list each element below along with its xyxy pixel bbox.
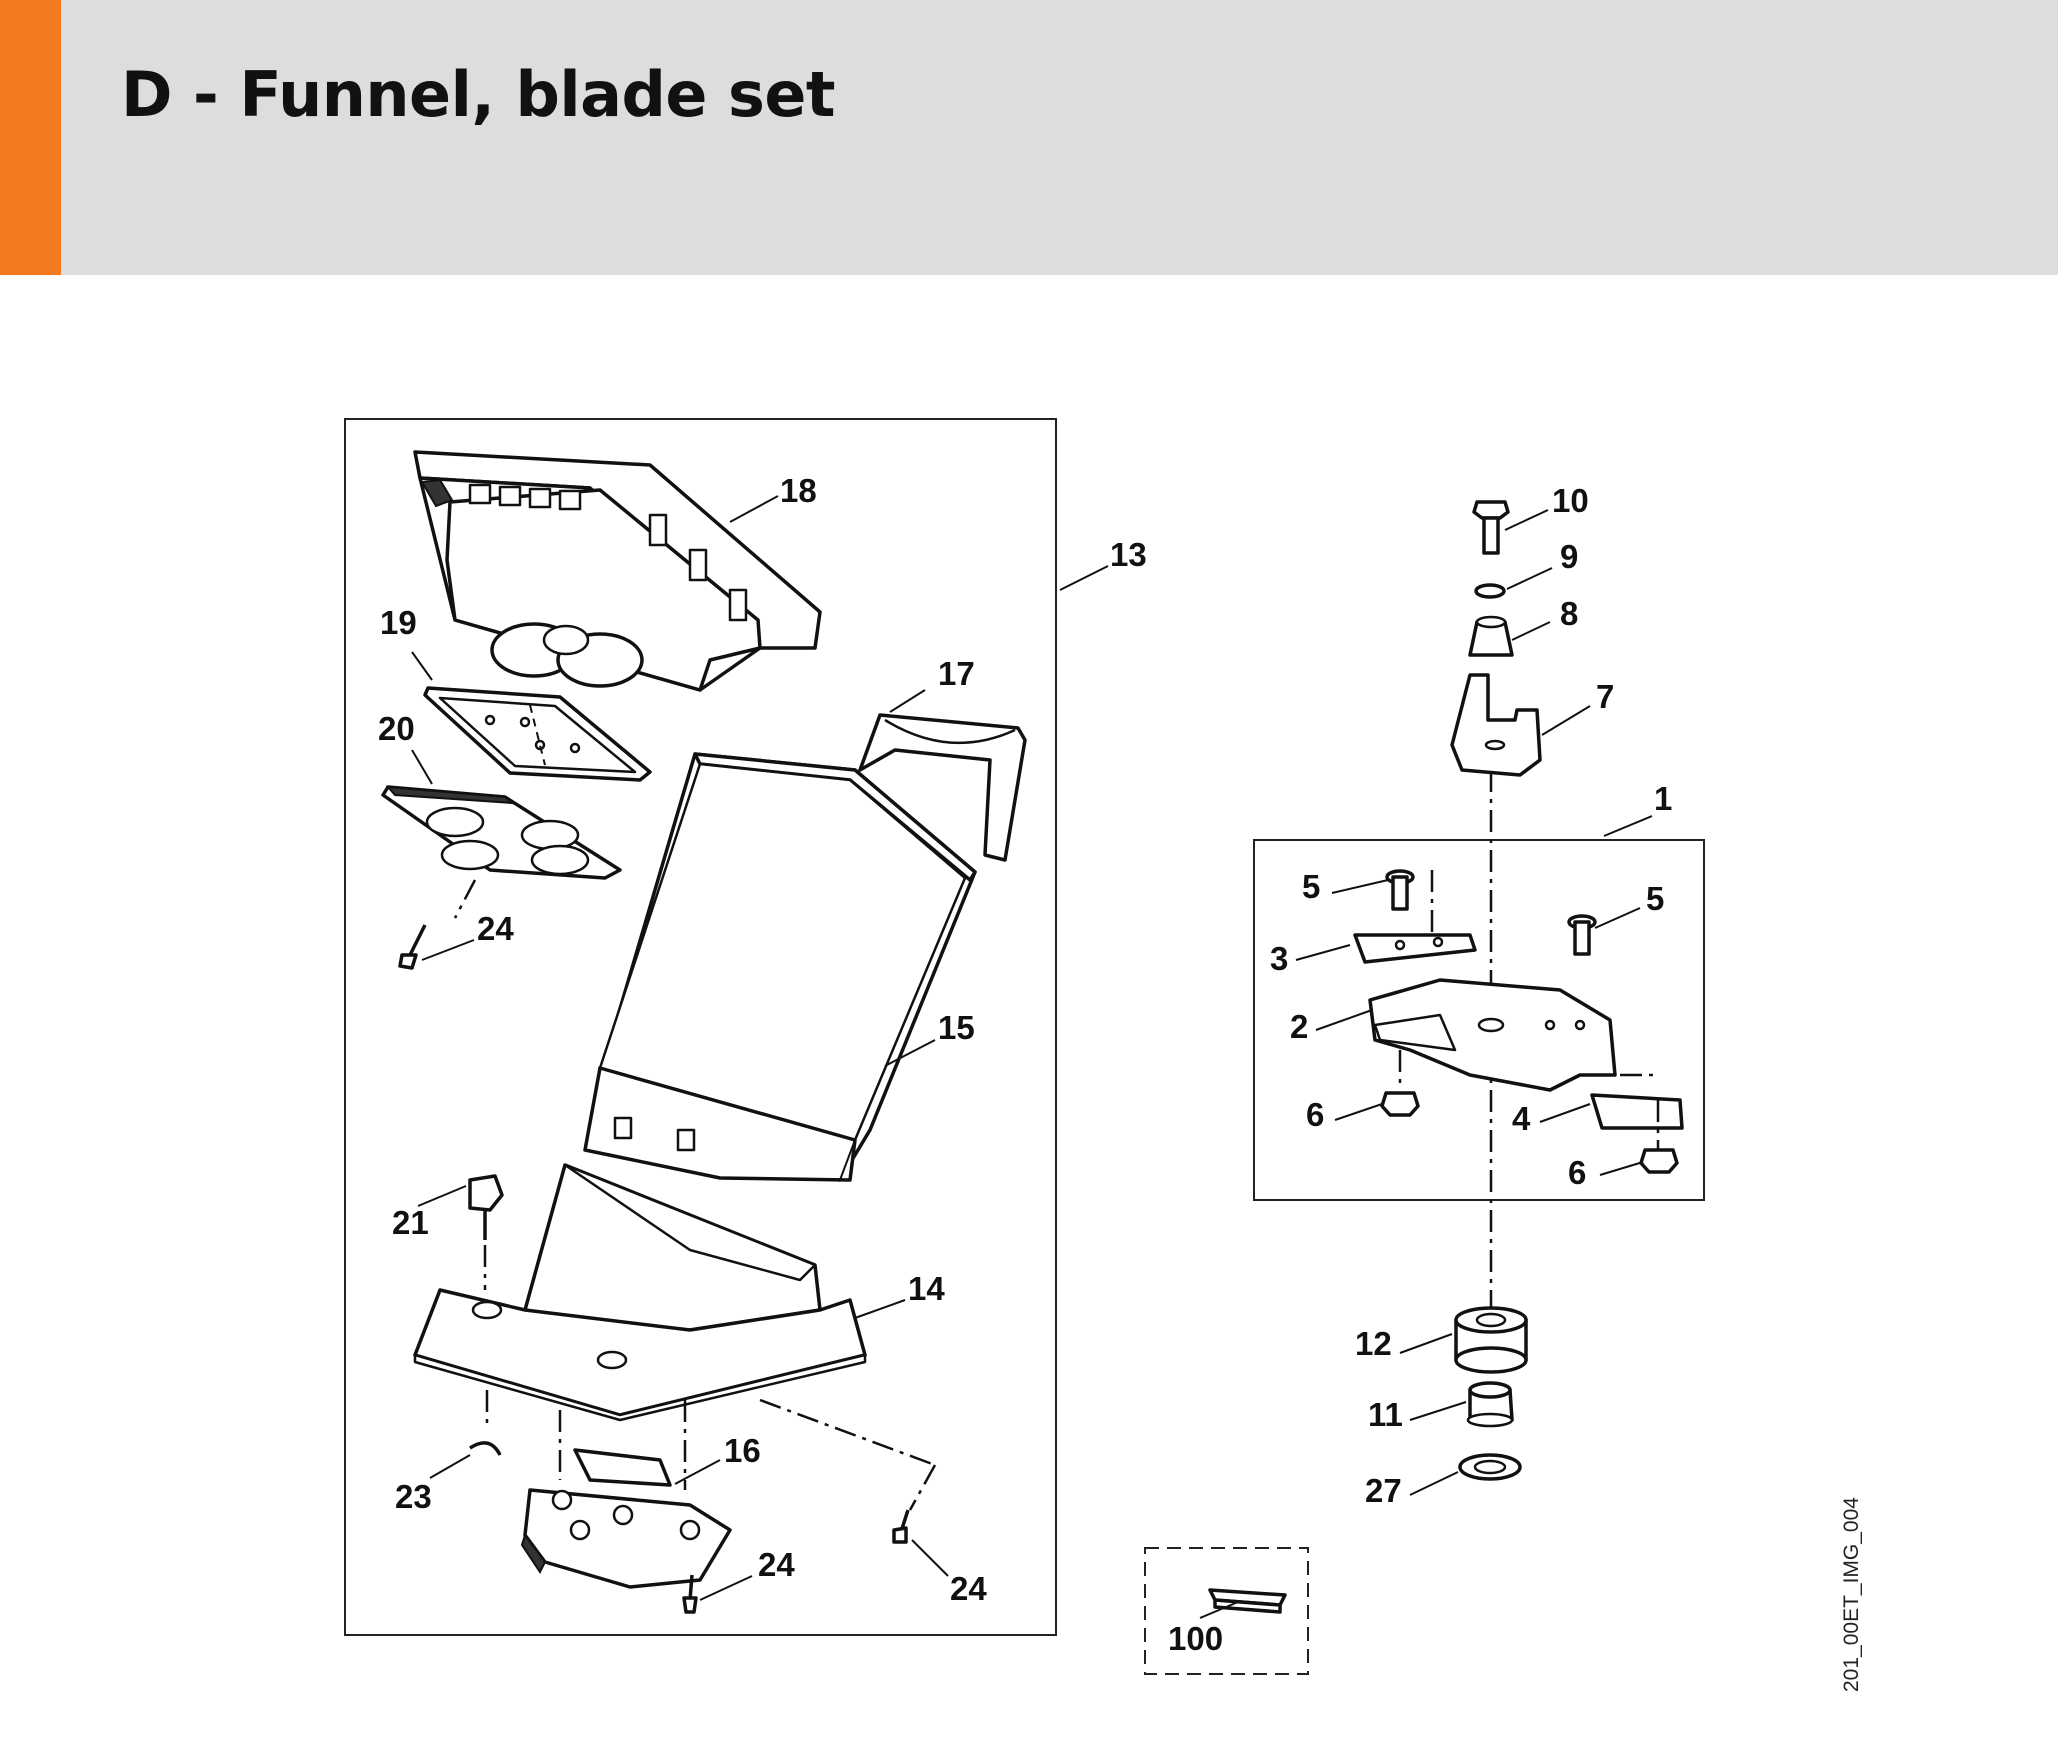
part-screw-upper [398,924,427,970]
callout-4: 4 [1512,1100,1531,1137]
leader-10 [1504,509,1549,531]
part-clip [469,1390,502,1456]
leader-4 [1539,1103,1591,1123]
callout-24-lower-right: 24 [950,1570,987,1607]
part-flat-washer [1458,1453,1522,1481]
callout-17: 17 [938,655,975,692]
blade-set-frame [1253,839,1705,1201]
leader-20 [411,749,433,785]
leader-12 [1399,1333,1453,1354]
part-chute [583,752,977,1182]
callout-11: 11 [1368,1396,1403,1433]
page-header [0,0,2058,275]
callout-10: 10 [1552,482,1589,519]
callout-14: 14 [908,1270,945,1307]
part-spring-washer [1474,583,1506,599]
part-countersunk-screw-left [1385,869,1415,911]
leader-8 [1511,621,1551,641]
callout-20: 20 [378,710,415,747]
callout-2: 2 [1290,1008,1308,1045]
callout-18: 18 [780,472,817,509]
part-gasket [381,785,622,919]
callout-6-right: 6 [1568,1154,1586,1191]
leader-27 [1409,1471,1459,1496]
leader-14 [854,1299,906,1319]
callout-5-right: 5 [1646,880,1664,917]
leader-11 [1409,1401,1467,1421]
callout-12: 12 [1355,1325,1392,1362]
callout-5-left: 5 [1302,868,1320,905]
leader-7 [1541,705,1591,736]
leader-15 [884,1039,936,1067]
leader-23 [429,1454,471,1479]
header-accent-bar [0,0,61,275]
funnel-assembly-frame [344,418,1057,1636]
callout-9: 9 [1560,538,1578,575]
part-blade-lower [1580,1073,1684,1150]
part-lower-funnel [413,1163,867,1422]
part-mounting-bracket [520,1400,732,1589]
leader-3 [1295,944,1351,961]
part-bolt [1472,500,1510,555]
part-nut-left [1380,1091,1420,1117]
part-blade-upper [1353,870,1477,964]
part-blade-carrier [1368,978,1617,1092]
callout-15: 15 [938,1009,975,1046]
part-spacer-bush [1454,1306,1528,1374]
part-screw-lower [682,1398,937,1614]
part-buffer [1468,615,1514,657]
leader-1 [1603,815,1653,837]
leader-18 [729,495,779,523]
part-hex-nut [1466,1381,1514,1428]
part-guide-sheet [858,713,1027,862]
leader-9 [1506,567,1553,590]
leader-6a [1334,1103,1383,1121]
callout-100: 100 [1168,1620,1223,1657]
callout-23: 23 [395,1478,432,1515]
page-title: D - Funnel, blade set [121,58,836,131]
part-mounting-plate [423,686,652,782]
callout-16: 16 [724,1432,761,1469]
callout-8: 8 [1560,595,1578,632]
leader-16 [674,1459,721,1485]
callout-21: 21 [392,1204,429,1241]
callout-24-lower-left: 24 [758,1546,795,1583]
accessory-frame [1144,1547,1309,1675]
callout-1: 1 [1654,780,1672,817]
leader-6b [1599,1161,1644,1176]
callout-19: 19 [380,604,417,641]
leader-100 [1199,1601,1239,1619]
leader-24b [699,1575,753,1601]
image-reference-code: 201_00ET_IMG_004 [1840,1497,1863,1692]
part-nut-right [1639,1148,1679,1174]
part-knob-screw [468,1174,504,1290]
leader-17 [889,689,926,713]
part-countersunk-screw-right [1567,914,1597,956]
leader-24a [421,939,475,961]
leader-5a [1331,879,1389,894]
leader-13 [1059,565,1109,591]
callout-27: 27 [1365,1472,1402,1509]
part-bracket [1450,673,1542,777]
leader-21 [417,1185,467,1207]
callout-7: 7 [1596,678,1614,715]
callout-6-left: 6 [1306,1096,1324,1133]
leader-24c [911,1539,949,1577]
leader-2 [1315,1009,1373,1031]
leader-5b [1594,907,1641,929]
part-hopper-top [413,450,822,692]
leader-19 [411,651,433,681]
callout-24-upper: 24 [477,910,514,947]
callout-3: 3 [1270,940,1288,977]
part-accessory-pack [1208,1588,1287,1614]
callout-13: 13 [1110,536,1147,573]
